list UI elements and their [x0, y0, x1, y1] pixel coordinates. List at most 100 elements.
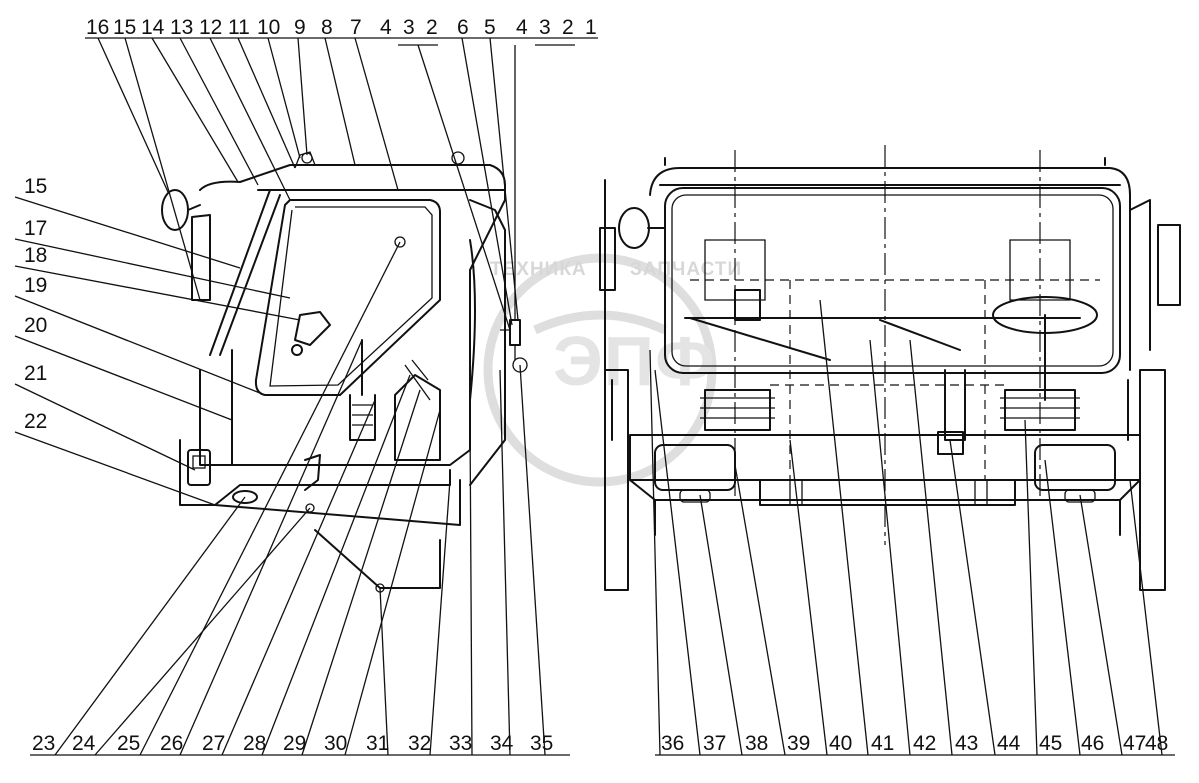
roof-stubs: [664, 157, 1106, 166]
roof-eye-rear: [451, 151, 465, 165]
lead-15-top: [124, 37, 201, 301]
lead-30: [344, 409, 441, 756]
left-leg: [604, 179, 629, 591]
hinge-link: [500, 329, 516, 360]
callout-32: 32: [408, 732, 431, 755]
callout-39: 39: [787, 732, 810, 755]
side-rails: [611, 379, 1129, 441]
lead-34: [499, 369, 511, 756]
callout-left-22: 22: [24, 410, 47, 433]
callout-38: 38: [745, 732, 768, 755]
wiper-left: [689, 317, 831, 361]
callout-36: 36: [661, 732, 684, 755]
lead-13: [179, 37, 259, 186]
lead-41: [819, 299, 869, 756]
lead-10: [267, 37, 301, 159]
step-hole: [232, 490, 258, 504]
callout-40: 40: [829, 732, 852, 755]
lead-47: [1079, 494, 1123, 756]
cab-front-lower: [199, 369, 233, 466]
callout-8: 8: [321, 16, 333, 39]
a-pillar-inner: [219, 194, 281, 356]
lead-5: [489, 37, 519, 321]
callout-16: 16: [86, 16, 109, 39]
callout-3b: 3: [539, 16, 551, 39]
callout-left-21: 21: [24, 362, 47, 385]
callout-left-18: 18: [24, 244, 47, 267]
callout-23: 23: [32, 732, 55, 755]
rear-panel: [469, 199, 506, 486]
lead-36: [649, 349, 661, 756]
mirror-left: [161, 189, 189, 231]
lead-17: [14, 238, 291, 299]
fog-left: [679, 489, 711, 503]
callout-3a: 3: [403, 16, 415, 39]
lead-16: [97, 37, 169, 193]
lead-23: [54, 496, 246, 756]
step-ladder: [314, 529, 441, 589]
lead-9: [297, 37, 308, 156]
step-panel: [179, 439, 451, 506]
callout-5: 5: [484, 16, 496, 39]
wiper-motor: [734, 289, 761, 321]
callout-25: 25: [117, 732, 140, 755]
callout-35: 35: [530, 732, 553, 755]
lead-33: [469, 419, 473, 756]
lead-48: [1129, 479, 1163, 756]
callout-left-15: 15: [24, 175, 47, 198]
callout-37: 37: [703, 732, 726, 755]
windshield: [664, 187, 1121, 374]
mirror-panel-right: [1157, 224, 1181, 306]
gear-boot: [349, 394, 376, 441]
lead-27: [221, 399, 376, 756]
lead-38: [699, 494, 743, 756]
lead-45: [1024, 419, 1038, 756]
wiper-right: [879, 319, 961, 351]
bellows-left: [704, 389, 771, 431]
callout-left-17: 17: [24, 217, 47, 240]
seat-knob: [291, 344, 303, 356]
callout-15: 15: [113, 16, 136, 39]
callout-27: 27: [202, 732, 225, 755]
callouts-bottom-left: 23 24 25 26 27 28 29 30 31 32 33 34 35: [32, 732, 553, 755]
leader-lines: [14, 37, 1175, 756]
lead-40: [789, 439, 828, 756]
lead-22: [14, 431, 216, 506]
lead-26: [179, 339, 363, 756]
callouts-top: 16 15 14 13 12 11 10 9 8 7 4 3 2 6 5 4 3…: [86, 16, 597, 39]
callout-41: 41: [871, 732, 894, 755]
callout-7: 7: [350, 16, 362, 39]
windshield-inner: [671, 194, 1114, 367]
door-window: [254, 199, 441, 396]
callout-44: 44: [997, 732, 1021, 755]
callout-24: 24: [72, 732, 96, 755]
lead-11: [237, 37, 296, 169]
callouts-bottom-right: 36 37 38 39 40 41 42 43 44 45 46 47 48: [661, 732, 1168, 755]
callout-29: 29: [283, 732, 306, 755]
bellows-left-ribs: [700, 397, 775, 419]
center-gear-box: [937, 431, 964, 455]
cab-side-view: [161, 151, 528, 593]
lead-6: [461, 37, 513, 326]
callout-48: 48: [1145, 732, 1168, 755]
callout-34: 34: [490, 732, 514, 755]
side-lamp-lens: [192, 455, 206, 469]
callout-31: 31: [366, 732, 389, 755]
lead-37: [654, 369, 701, 756]
callout-43: 43: [955, 732, 978, 755]
callout-left-19: 19: [24, 274, 47, 297]
lead-12: [209, 37, 291, 201]
fog-right: [1064, 489, 1096, 503]
bumper-lower: [629, 479, 1141, 501]
door-body: [231, 199, 506, 466]
center-gear: [944, 369, 966, 441]
callout-26: 26: [160, 732, 183, 755]
lead-44: [949, 439, 996, 756]
callout-2b: 2: [562, 16, 574, 39]
lead-46: [1044, 459, 1081, 756]
lead-20: [14, 335, 233, 421]
door-window-seal: [269, 206, 433, 387]
pedal-box: [394, 374, 441, 461]
callout-13: 13: [170, 16, 193, 39]
callout-33: 33: [449, 732, 472, 755]
